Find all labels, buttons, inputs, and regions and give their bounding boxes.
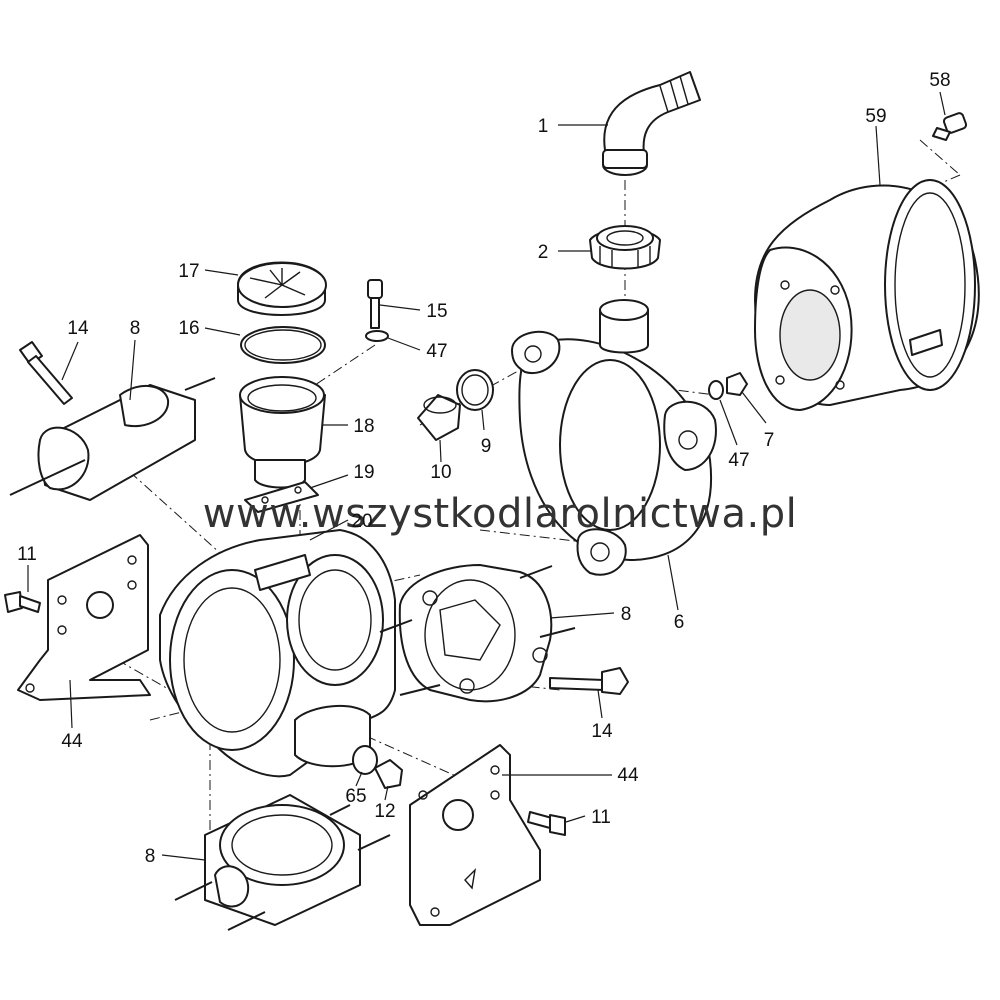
callout-8-right: 8 bbox=[621, 604, 632, 625]
callout-labels: 1 2 58 59 17 15 16 47 14 8 18 9 10 47 7 … bbox=[17, 70, 950, 867]
cap-bolt bbox=[367, 279, 383, 329]
callout-18: 18 bbox=[353, 416, 374, 437]
union-nut bbox=[589, 225, 661, 270]
callout-15: 15 bbox=[426, 301, 447, 322]
manifold-washer bbox=[708, 380, 724, 400]
diaphragm-head-bottom bbox=[174, 794, 391, 931]
callout-47-top: 47 bbox=[426, 341, 447, 362]
callout-20: 20 bbox=[351, 511, 372, 532]
filter-gasket bbox=[244, 481, 319, 513]
pump-body bbox=[159, 529, 396, 778]
watermark-text: www.wszystkodlarolnictwa.pl bbox=[203, 491, 797, 537]
bell-housing-cover bbox=[754, 179, 980, 411]
ring-manifold bbox=[511, 299, 717, 576]
bolt-washer bbox=[365, 330, 389, 342]
diaphragm-head-right bbox=[379, 564, 576, 703]
callout-6: 6 bbox=[674, 612, 685, 633]
filter-o-ring bbox=[240, 326, 326, 364]
callout-2: 2 bbox=[538, 242, 549, 263]
manifold-nut bbox=[726, 372, 748, 396]
callout-9: 9 bbox=[481, 436, 492, 457]
callout-10: 10 bbox=[430, 462, 451, 483]
long-bolt-top bbox=[19, 341, 73, 405]
mounting-bracket-right bbox=[409, 744, 541, 926]
callout-47-right: 47 bbox=[728, 450, 749, 471]
drain-o-ring bbox=[352, 745, 378, 775]
callout-12: 12 bbox=[374, 801, 395, 822]
long-bolt-right bbox=[549, 667, 629, 695]
valve-cartridge bbox=[417, 394, 461, 441]
filter-bowl bbox=[239, 376, 326, 489]
callout-11-left: 11 bbox=[17, 544, 37, 565]
callout-leaders bbox=[27, 91, 946, 861]
mounting-bracket-left bbox=[17, 534, 151, 701]
callout-8-top: 8 bbox=[130, 318, 141, 339]
callout-65: 65 bbox=[345, 786, 366, 807]
drain-plug bbox=[374, 759, 403, 789]
callout-11-right: 11 bbox=[591, 807, 611, 828]
callout-14-right: 14 bbox=[591, 721, 613, 742]
short-bolt-right bbox=[527, 811, 566, 836]
valve-o-ring bbox=[456, 369, 494, 411]
callout-16: 16 bbox=[178, 318, 199, 339]
callout-44-right: 44 bbox=[617, 765, 639, 786]
callout-8-bottom: 8 bbox=[145, 846, 156, 867]
diaphragm-cover-left bbox=[9, 377, 216, 501]
callout-44-left: 44 bbox=[61, 731, 83, 752]
short-bolt-left bbox=[4, 591, 41, 613]
callout-19: 19 bbox=[353, 462, 374, 483]
callout-59: 59 bbox=[865, 106, 886, 127]
callout-1: 1 bbox=[538, 116, 549, 137]
callout-58: 58 bbox=[929, 70, 950, 91]
filter-cap bbox=[237, 261, 327, 316]
elbow-hose-fitting bbox=[602, 71, 701, 176]
callout-7: 7 bbox=[764, 430, 775, 451]
callout-14-left: 14 bbox=[67, 318, 89, 339]
callout-17: 17 bbox=[178, 261, 199, 282]
housing-screw bbox=[932, 112, 968, 141]
